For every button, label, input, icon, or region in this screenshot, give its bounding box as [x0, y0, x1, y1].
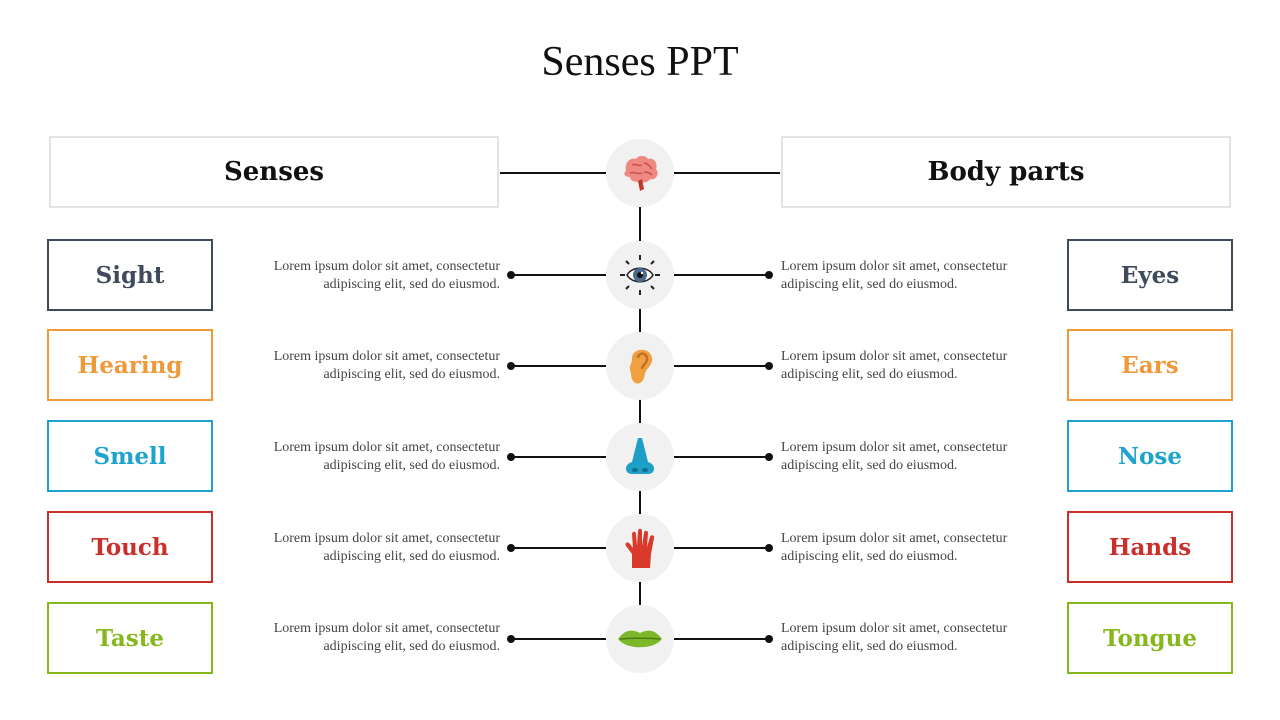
- description-line: adipiscing elit, sed do eiusmod.: [781, 277, 958, 292]
- description-line: adipiscing elit, sed do eiusmod.: [323, 367, 500, 382]
- description-line: Lorem ipsum dolor sit amet, consectetur: [273, 440, 500, 455]
- description-line: adipiscing elit, sed do eiusmod.: [781, 458, 958, 473]
- hearing-description: Lorem ipsum dolor sit amet, consectetur a…: [230, 348, 500, 384]
- part-box-nose: Nose: [1067, 420, 1233, 492]
- taste-description: Lorem ipsum dolor sit amet, consectetur a…: [230, 620, 500, 656]
- sense-box-touch: Touch: [47, 511, 213, 583]
- sense-label: Hearing: [77, 351, 183, 379]
- part-box-ears: Ears: [1067, 329, 1233, 401]
- brain-circle: [606, 139, 674, 207]
- description-line: Lorem ipsum dolor sit amet, consectetur: [273, 259, 500, 274]
- connector-dot: [507, 544, 515, 552]
- description-line: Lorem ipsum dolor sit amet, consectetur: [781, 259, 1008, 274]
- touch-description: Lorem ipsum dolor sit amet, consectetur a…: [230, 530, 500, 566]
- sense-label: Taste: [95, 624, 165, 652]
- part-label: Nose: [1118, 442, 1182, 470]
- body-parts-header: Body parts: [781, 136, 1231, 208]
- hand-circle: [606, 514, 674, 582]
- part-label: Ears: [1121, 351, 1179, 379]
- description-line: adipiscing elit, sed do eiusmod.: [323, 639, 500, 654]
- nose-icon: [626, 438, 654, 474]
- description-line: Lorem ipsum dolor sit amet, consectetur: [781, 531, 1008, 546]
- ear-circle: [606, 332, 674, 400]
- sight-description: Lorem ipsum dolor sit amet, consectetur a…: [230, 258, 500, 294]
- description-line: Lorem ipsum dolor sit amet, consectetur: [781, 440, 1008, 455]
- part-box-tongue: Tongue: [1067, 602, 1233, 674]
- lips-icon: [618, 630, 662, 648]
- connector-dot: [765, 362, 773, 370]
- ears-description: Lorem ipsum dolor sit amet, consectetur a…: [781, 348, 1051, 384]
- part-box-hands: Hands: [1067, 511, 1233, 583]
- hands-description: Lorem ipsum dolor sit amet, consectetur a…: [781, 530, 1051, 566]
- connector-dot: [765, 453, 773, 461]
- connector-dot: [765, 544, 773, 552]
- connector-dot: [765, 635, 773, 643]
- sense-label: Sight: [95, 261, 165, 289]
- description-line: Lorem ipsum dolor sit amet, consectetur: [273, 349, 500, 364]
- connector-dot: [507, 362, 515, 370]
- part-label: Eyes: [1120, 261, 1180, 289]
- sense-label: Touch: [91, 533, 169, 561]
- ear-icon: [629, 349, 653, 384]
- connector-dot: [507, 271, 515, 279]
- sense-label: Smell: [93, 442, 167, 470]
- sense-box-sight: Sight: [47, 239, 213, 311]
- description-line: Lorem ipsum dolor sit amet, consectetur: [273, 531, 500, 546]
- part-label: Hands: [1108, 533, 1192, 561]
- sense-box-hearing: Hearing: [47, 329, 213, 401]
- description-line: Lorem ipsum dolor sit amet, consectetur: [781, 621, 1008, 636]
- description-line: adipiscing elit, sed do eiusmod.: [323, 458, 500, 473]
- connector-dot: [507, 635, 515, 643]
- sense-box-taste: Taste: [47, 602, 213, 674]
- connector-dot: [765, 271, 773, 279]
- hand-icon: [625, 528, 655, 568]
- eyes-description: Lorem ipsum dolor sit amet, consectetur a…: [781, 258, 1051, 294]
- connector-dot: [507, 453, 515, 461]
- part-box-eyes: Eyes: [1067, 239, 1233, 311]
- description-line: adipiscing elit, sed do eiusmod.: [781, 549, 958, 564]
- description-line: Lorem ipsum dolor sit amet, consectetur: [781, 349, 1008, 364]
- description-line: adipiscing elit, sed do eiusmod.: [323, 277, 500, 292]
- description-line: adipiscing elit, sed do eiusmod.: [781, 639, 958, 654]
- description-line: Lorem ipsum dolor sit amet, consectetur: [273, 621, 500, 636]
- description-line: adipiscing elit, sed do eiusmod.: [323, 549, 500, 564]
- tongue-description: Lorem ipsum dolor sit amet, consectetur a…: [781, 620, 1051, 656]
- nose-description: Lorem ipsum dolor sit amet, consectetur a…: [781, 439, 1051, 475]
- description-line: adipiscing elit, sed do eiusmod.: [781, 367, 958, 382]
- eye-circle: [606, 241, 674, 309]
- brain-icon: [624, 156, 658, 191]
- lips-circle: [606, 605, 674, 673]
- eye-icon: [620, 255, 660, 295]
- sense-box-smell: Smell: [47, 420, 213, 492]
- senses-header: Senses: [49, 136, 499, 208]
- page-title: Senses PPT: [541, 39, 739, 85]
- part-label: Tongue: [1103, 624, 1197, 652]
- smell-description: Lorem ipsum dolor sit amet, consectetur a…: [230, 439, 500, 475]
- nose-circle: [606, 423, 674, 491]
